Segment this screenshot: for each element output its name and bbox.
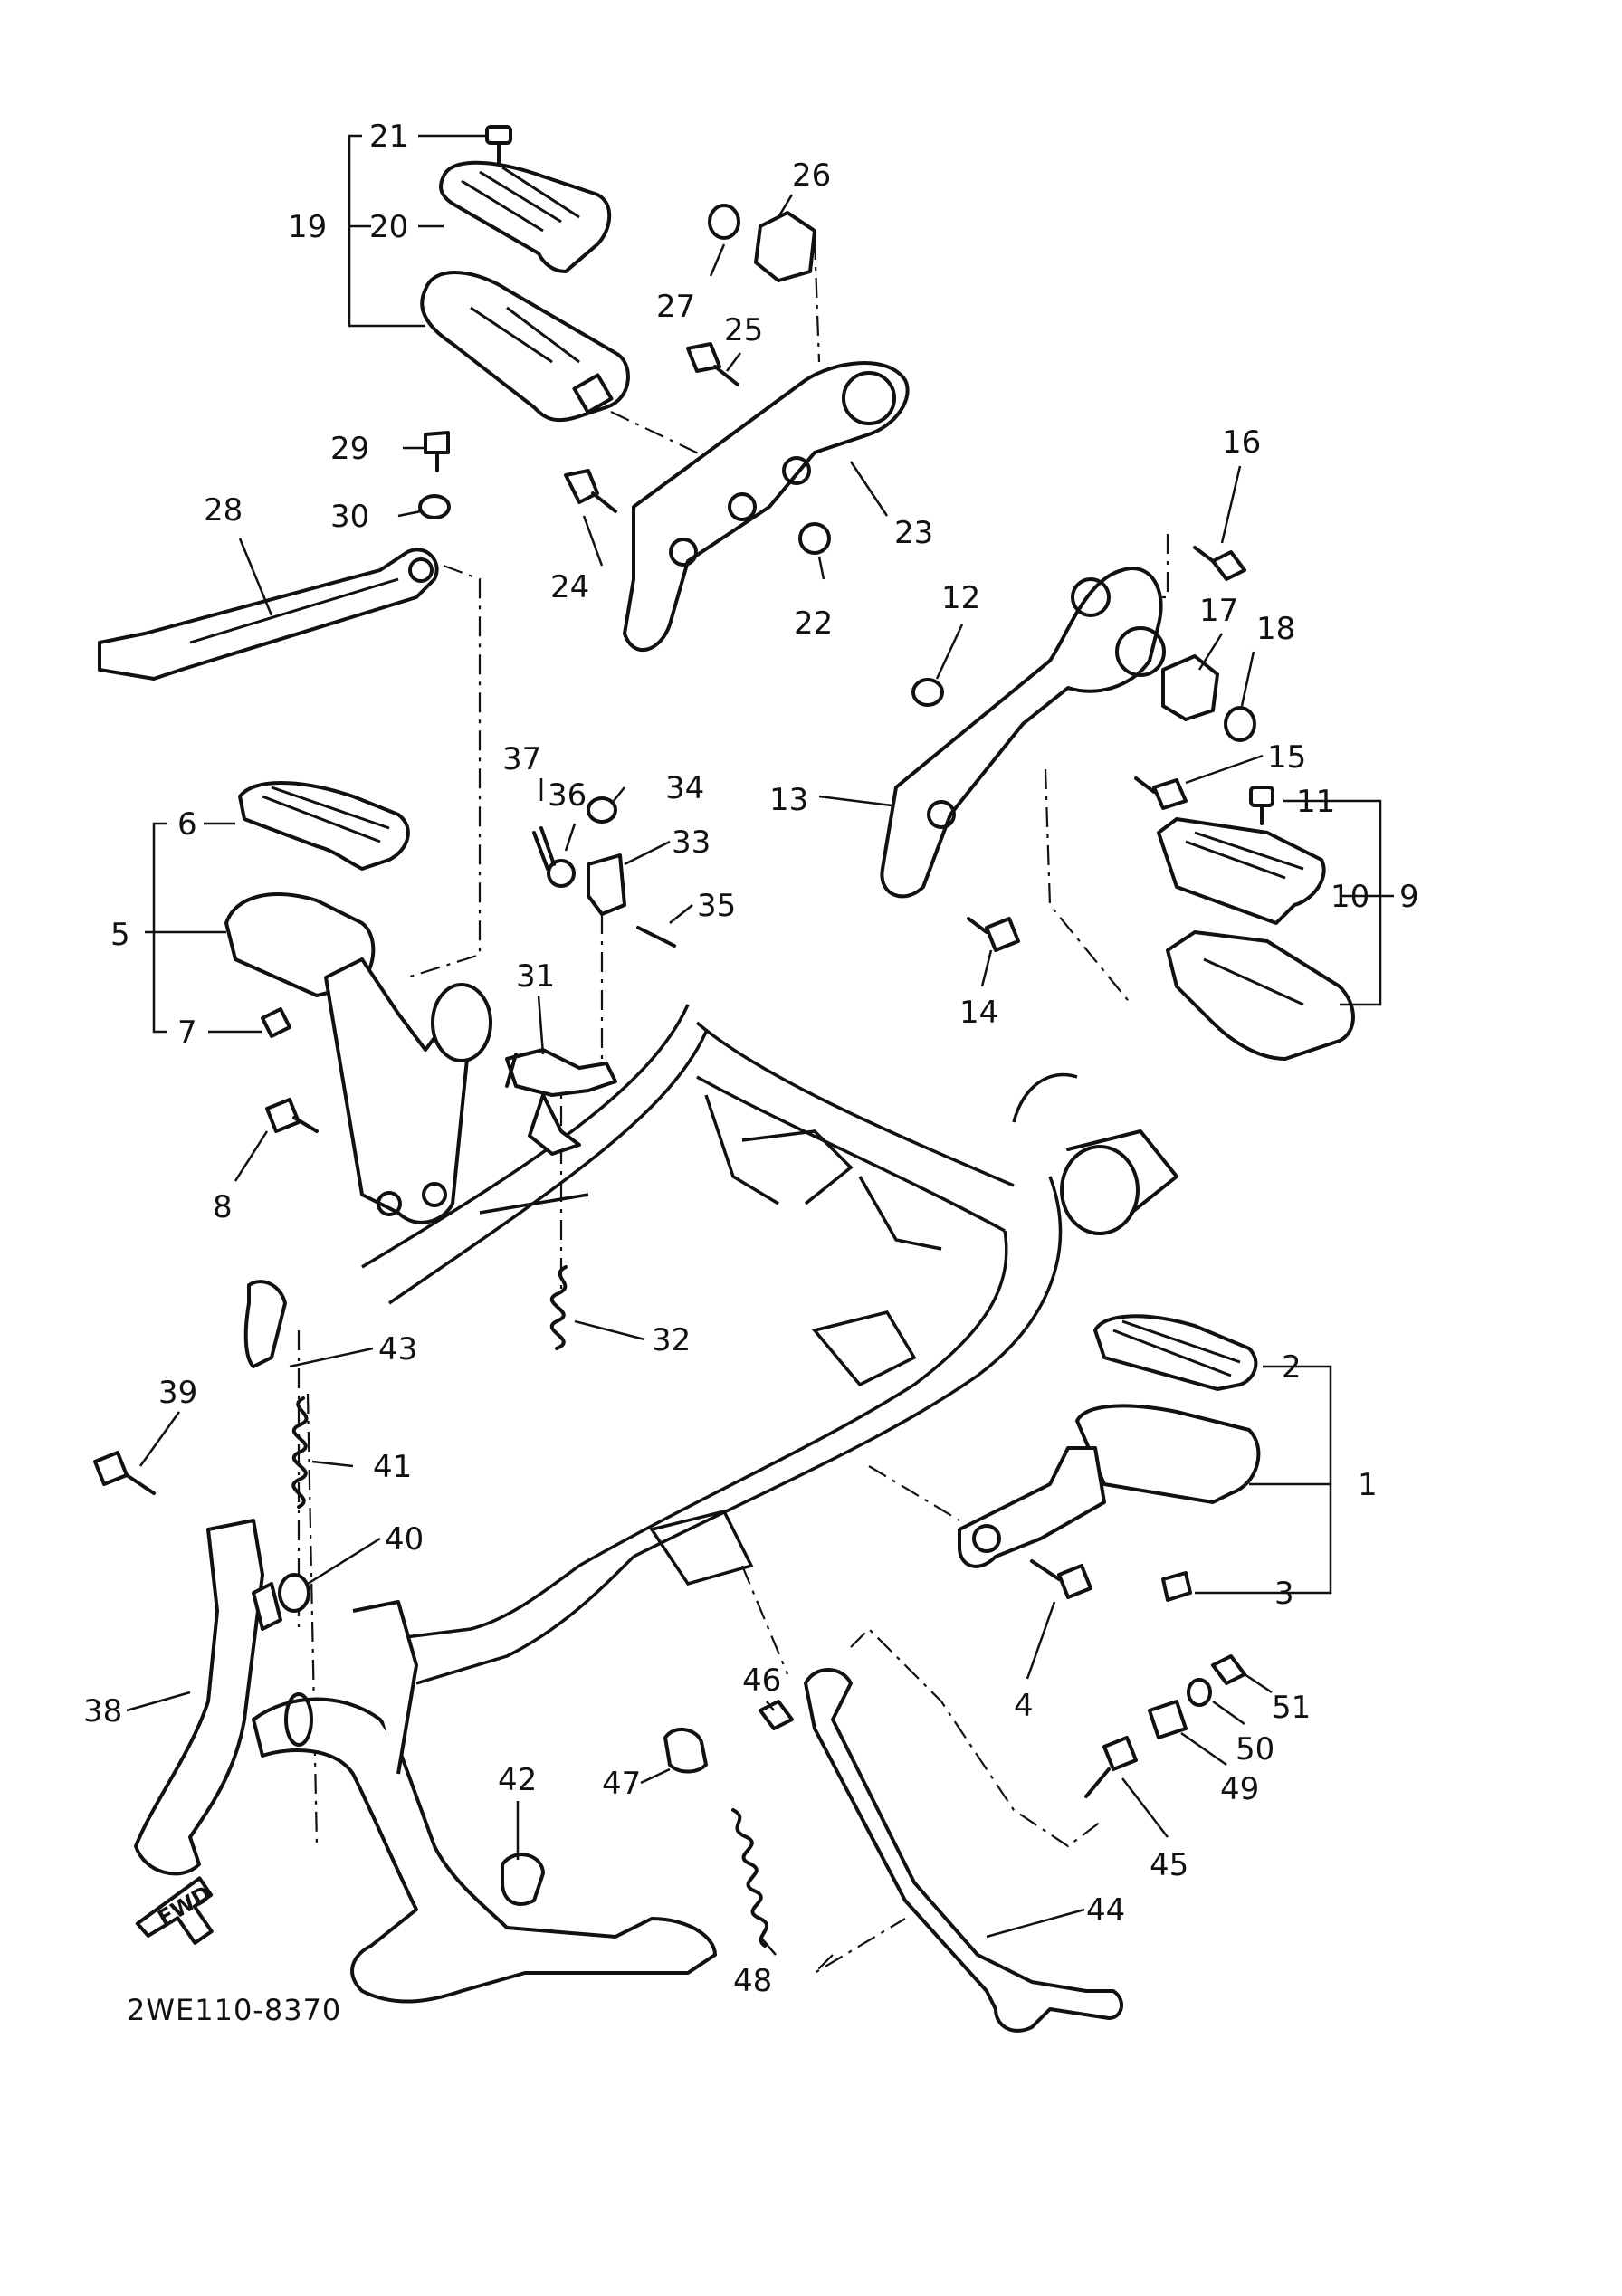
callout-40: 40 [385,1521,424,1558]
fwd-arrow-icon: FWD [135,1876,215,1945]
callout-8: 8 [213,1189,233,1225]
rear-footrest-left [420,271,630,423]
callout-4: 4 [1014,1688,1034,1724]
callout-46: 46 [742,1662,781,1699]
side-stand [663,1654,1246,2033]
callout-44: 44 [1086,1892,1125,1929]
callout-17: 17 [1199,593,1238,629]
callout-49: 49 [1220,1771,1259,1807]
callout-32: 32 [652,1322,691,1358]
callout-6: 6 [177,806,197,843]
callout-34: 34 [665,770,704,806]
callout-22: 22 [794,605,833,642]
callout-15: 15 [1267,739,1306,776]
callout-39: 39 [158,1375,197,1411]
front-footrest-rubber-left [238,781,410,871]
bolt-24-25 [564,342,831,555]
callout-13: 13 [769,782,808,818]
callout-45: 45 [1150,1847,1188,1883]
callouts: 1 2 3 4 5 6 7 8 9 10 11 12 13 14 15 16 1… [83,119,1419,1999]
callout-48: 48 [733,1963,772,1999]
callout-2: 2 [1282,1349,1302,1386]
callout-47: 47 [602,1766,641,1802]
callout-27: 27 [656,289,695,325]
callout-19: 19 [288,209,327,245]
callout-37: 37 [502,741,541,777]
callout-11: 11 [1296,784,1335,820]
callout-29: 29 [330,431,369,467]
callout-9: 9 [1399,879,1419,915]
callout-14: 14 [959,995,998,1031]
rear-footrest-rubber-right [1157,786,1326,925]
callout-31: 31 [516,958,555,995]
callout-24: 24 [550,569,589,605]
callout-51: 51 [1272,1690,1311,1726]
callout-18: 18 [1256,611,1295,647]
shift-shaft-arm [505,796,676,1350]
assembly-lines [297,239,1169,1974]
main-stand [134,1519,717,2004]
rear-footrest-bracket-right [880,567,1166,899]
rear-footrest-bracket-left [623,361,910,653]
callout-5: 5 [110,917,130,953]
callout-30: 30 [330,499,369,535]
callout-50: 50 [1236,1731,1274,1767]
screw-21 [485,125,512,165]
callout-21: 21 [369,119,408,155]
callout-23: 23 [894,515,933,551]
callout-42: 42 [498,1762,537,1798]
callout-3: 3 [1274,1576,1294,1612]
callout-12: 12 [941,580,980,616]
rear-footrest-right [1166,930,1355,1061]
rear-footrest-rubber-left [439,160,612,273]
callout-26: 26 [792,157,831,194]
stand-spring-41 [93,1280,545,1906]
callout-10: 10 [1331,879,1369,915]
collar-26-27 [708,204,816,282]
callout-33: 33 [672,824,711,861]
bolt-15-16 [967,546,1246,952]
frame-outline [361,1004,1178,1685]
callout-38: 38 [83,1693,122,1729]
front-footrest-rubber-right [1030,1314,1258,1602]
spacer-12-17-18 [911,654,1256,742]
callout-36: 36 [548,777,587,814]
callout-35: 35 [697,888,736,924]
diagram-code: 2WE110-8370 [127,1993,341,2027]
callout-43: 43 [378,1331,417,1367]
front-footrest-right [958,1404,1261,1568]
callout-7: 7 [177,1015,197,1051]
leader-lines [126,134,1394,1956]
callout-25: 25 [724,312,763,348]
callout-16: 16 [1222,424,1261,461]
callout-41: 41 [373,1449,412,1485]
callout-28: 28 [204,492,243,529]
callout-1: 1 [1358,1467,1378,1503]
shift-pedal [98,431,451,681]
callout-20: 20 [369,209,408,245]
front-footrest-left [224,892,492,1224]
